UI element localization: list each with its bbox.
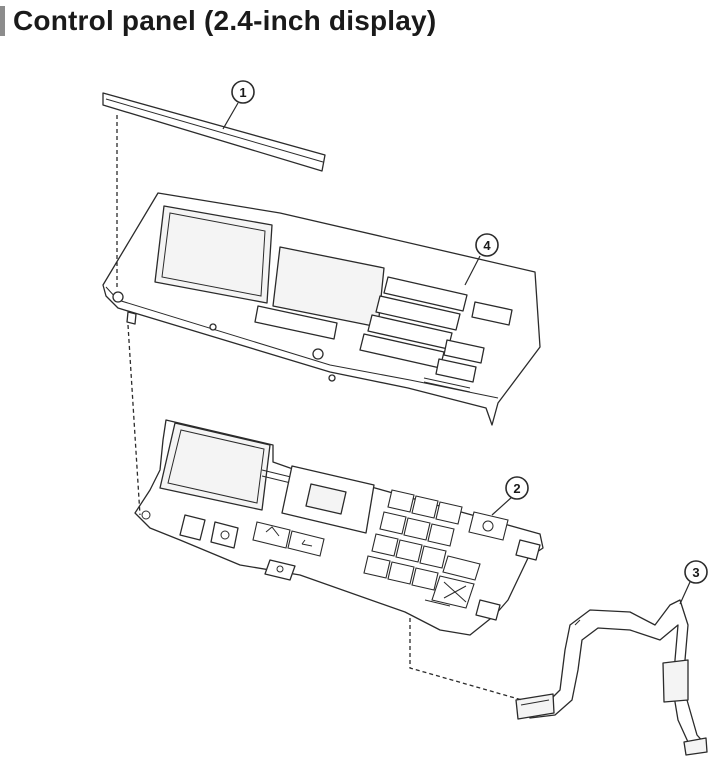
- part-1-top-strip: [102, 92, 326, 172]
- callout-4: 4: [475, 233, 499, 257]
- callout-2: 2: [505, 476, 529, 500]
- callout-3: 3: [684, 560, 708, 584]
- alignment-line-cable: [409, 618, 523, 701]
- part-2-control-board: [134, 419, 544, 636]
- keypad: [363, 489, 463, 591]
- part-3-ribbon-cable: [515, 599, 708, 756]
- leader-line-4: [464, 255, 481, 286]
- callout-4-label: 4: [483, 238, 491, 253]
- callout-3-label: 3: [692, 565, 699, 580]
- callout-1: 1: [231, 80, 255, 104]
- callout-1-label: 1: [239, 85, 246, 100]
- page-title: Control panel (2.4-inch display): [13, 5, 437, 36]
- page-title-bar: Control panel (2.4-inch display): [0, 5, 437, 36]
- title-accent-bar: [0, 6, 5, 36]
- alignment-line-left-lower: [127, 324, 141, 516]
- callout-2-label: 2: [513, 481, 520, 496]
- leader-line-1: [222, 102, 239, 130]
- leader-line-2: [491, 496, 513, 516]
- leader-line-3: [679, 581, 691, 605]
- part-4-bezel: [102, 192, 541, 426]
